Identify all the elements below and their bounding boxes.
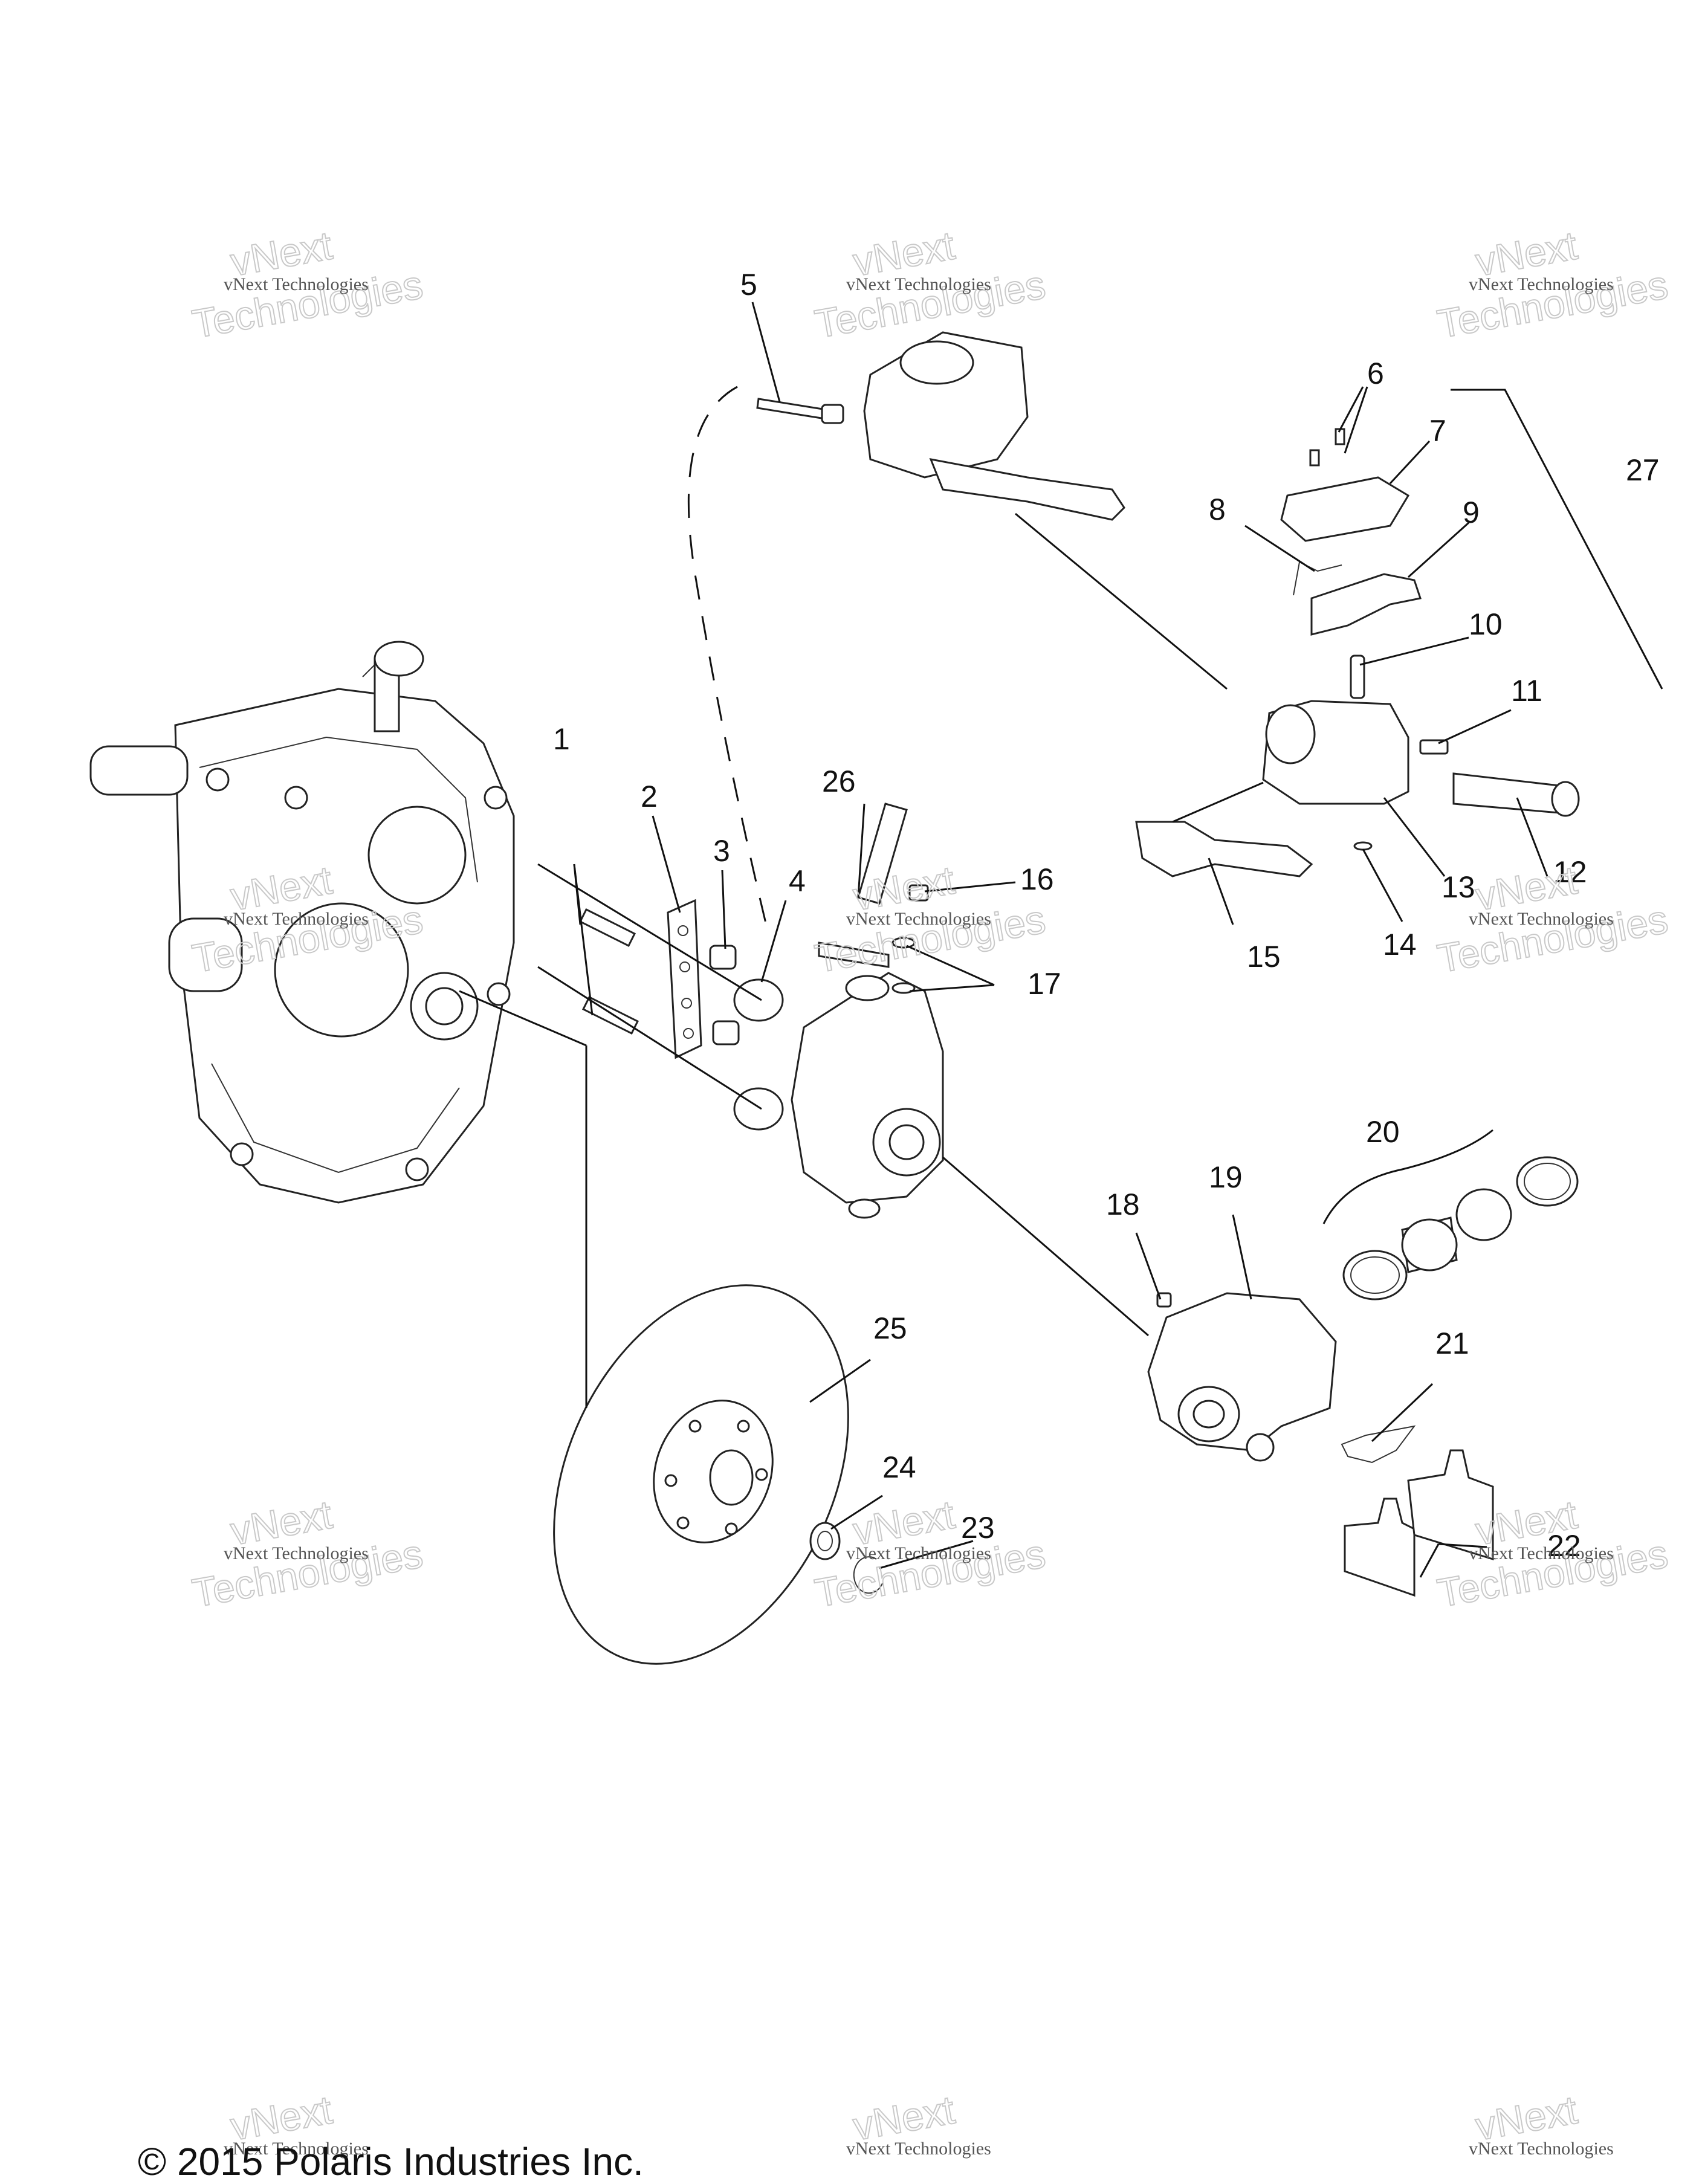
watermark-1: vNext Technologies vNext Technologies — [189, 222, 427, 347]
callout-9: 9 — [1463, 496, 1480, 529]
svg-text:vNext Technologies: vNext Technologies — [846, 909, 991, 929]
part-3-nuts — [709, 945, 740, 1045]
svg-text:vNext Technologies: vNext Technologies — [1469, 1543, 1614, 1563]
part-11-clip — [1419, 739, 1449, 755]
svg-text:vNext Technologies: vNext Technologies — [846, 2139, 991, 2159]
part-23-snap-ring — [853, 1556, 883, 1594]
part-6-screws — [1309, 428, 1345, 467]
callout-17: 17 — [1027, 967, 1061, 1001]
copyright-footer: © 2015 Polaris Industries Inc. — [138, 2140, 644, 2183]
part-22-brake-pads — [1344, 1449, 1494, 1597]
svg-text:vNext Technologies: vNext Technologies — [224, 274, 369, 294]
svg-text:vNext Technologies: vNext Technologies — [1469, 909, 1614, 929]
part-1-bolts — [578, 908, 639, 1035]
callout-16: 16 — [1020, 862, 1054, 896]
brake-body-center — [791, 972, 944, 1219]
gearcase-assembly — [89, 641, 515, 1204]
callout-2: 2 — [641, 780, 658, 813]
callout-7: 7 — [1429, 414, 1446, 448]
callout-22: 22 — [1547, 1529, 1581, 1563]
part-24-washer — [809, 1522, 841, 1560]
part-19-caliper — [1147, 1292, 1337, 1462]
callout-labels: 1 2 3 4 5 6 7 8 9 10 11 12 13 14 15 16 1… — [553, 268, 1660, 1563]
svg-text:vNext Technologies: vNext Technologies — [224, 909, 369, 929]
callout-12: 12 — [1553, 855, 1587, 889]
callout-11: 11 — [1511, 674, 1542, 708]
leader-lines — [459, 302, 1663, 1578]
lever-housing — [1262, 700, 1409, 805]
callout-3: 3 — [713, 834, 730, 868]
svg-text:vNext Technologies: vNext Technologies — [846, 274, 991, 294]
watermark-3: vNext Technologies vNext Technologies — [1434, 222, 1672, 347]
part-15-hand-lever — [1135, 821, 1313, 877]
svg-text:vNext Technologies: vNext Technologies — [1469, 2139, 1614, 2159]
svg-text:vNext Technologies: vNext Technologies — [224, 1543, 369, 1563]
watermark-4: vNext Technologies vNext Technologies — [189, 856, 427, 981]
callout-19: 19 — [1209, 1160, 1243, 1194]
watermark-12: vNext vNext Technologies — [1469, 2086, 1614, 2159]
watermark-11: vNext vNext Technologies — [846, 2086, 991, 2159]
callout-14: 14 — [1383, 928, 1417, 961]
callout-4: 4 — [789, 864, 806, 898]
lever-assembly-top — [863, 331, 1125, 521]
svg-text:vNext Technologies: vNext Technologies — [846, 1543, 991, 1563]
callout-1: 1 — [553, 722, 570, 756]
callout-20: 20 — [1366, 1115, 1400, 1149]
callout-21: 21 — [1435, 1326, 1469, 1360]
part-16-17-fittings — [818, 884, 929, 994]
callout-23: 23 — [961, 1511, 995, 1545]
callout-5: 5 — [740, 268, 757, 302]
part-7-cover — [1280, 476, 1410, 542]
part-10-pin — [1350, 654, 1365, 699]
part-2-plate — [667, 899, 702, 1059]
part-25-brake-disc — [553, 1284, 849, 1665]
part-20-pistons-seals — [1342, 1156, 1579, 1300]
callout-10: 10 — [1469, 607, 1503, 641]
callout-6: 6 — [1367, 357, 1384, 390]
part-18-bleeder — [1156, 1292, 1172, 1308]
callout-18: 18 — [1106, 1187, 1140, 1221]
svg-text:vNext Technologies: vNext Technologies — [1469, 274, 1614, 294]
watermarks: vNext Technologies vNext Technologies vN… — [189, 222, 1672, 2159]
watermark-2: vNext Technologies vNext Technologies — [811, 222, 1049, 347]
part-14-o-ring — [1353, 841, 1373, 851]
callout-27: 27 — [1626, 453, 1660, 487]
callout-26: 26 — [822, 764, 856, 798]
part-21-clip — [1341, 1425, 1416, 1464]
callout-13: 13 — [1442, 870, 1475, 904]
part-9-lever-arm — [1310, 573, 1422, 636]
callout-8: 8 — [1209, 493, 1226, 526]
callout-24: 24 — [882, 1450, 916, 1484]
callout-15: 15 — [1247, 940, 1281, 974]
svg-text:vNext Technologies: vNext Technologies — [224, 2139, 369, 2159]
part-26-sleeve — [857, 803, 908, 905]
watermark-8: vNext Technologies vNext Technologies — [811, 1491, 1049, 1616]
watermark-7: vNext Technologies vNext Technologies — [189, 1491, 427, 1616]
part-12-piston — [1452, 772, 1580, 817]
callout-25: 25 — [873, 1311, 907, 1345]
watermark-5: vNext Technologies vNext Technologies — [811, 856, 1049, 981]
part-5-banjo — [756, 398, 844, 424]
